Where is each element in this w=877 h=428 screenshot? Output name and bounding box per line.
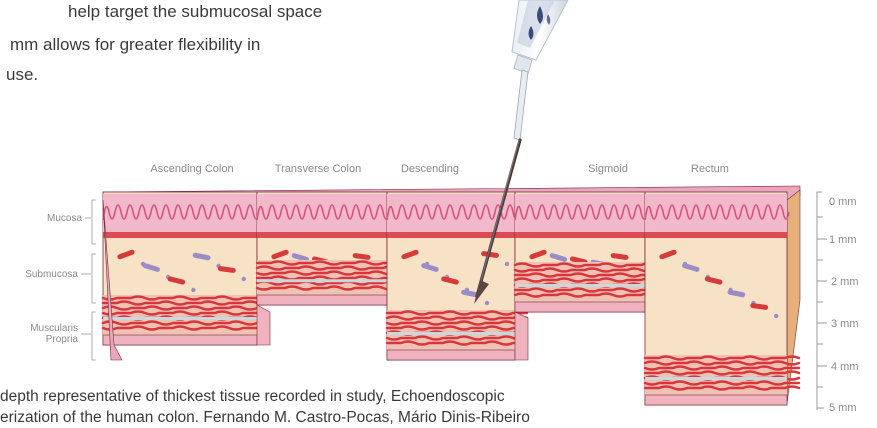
layer-label-submucosa-group: Submucosa	[25, 254, 96, 303]
tissue-cross-section	[103, 186, 800, 405]
scale-label-3: 3 mm	[831, 318, 859, 330]
scale-label-1: 1 mm	[829, 234, 857, 246]
block-rectum	[645, 192, 799, 405]
scale-label-2: 2 mm	[831, 276, 859, 288]
segment-label-descending: Descending	[401, 163, 459, 175]
segment-label-ascending: Ascending Colon	[150, 163, 233, 175]
layer-label-mucosa-group: Mucosa	[47, 200, 96, 244]
block-ascending	[103, 192, 259, 345]
depth-scale: 0 mm 1 mm 2 mm 3 mm 4 mm 5 mm	[817, 192, 859, 414]
scale-label-4: 4 mm	[831, 361, 859, 373]
layer-label-muscularis-1: Muscularis	[30, 323, 78, 334]
layer-label-muscularis-group: Muscularis Propria	[30, 312, 96, 360]
caption-line-1: depth representative of thickest tissue …	[0, 386, 505, 407]
segment-label-rectum: Rectum	[691, 163, 729, 175]
layer-label-mucosa: Mucosa	[47, 213, 82, 224]
layer-label-submucosa: Submucosa	[25, 269, 78, 280]
block-transverse	[257, 192, 397, 305]
scale-label-0: 0 mm	[829, 196, 857, 208]
block-sigmoid	[515, 192, 655, 312]
segment-label-transverse: Transverse Colon	[275, 163, 361, 175]
block-descending	[387, 192, 527, 360]
layer-label-muscularis-2: Propria	[46, 334, 79, 345]
segment-label-sigmoid: Sigmoid	[588, 163, 628, 175]
scale-label-5: 5 mm	[829, 402, 857, 414]
caption-line-2: erization of the human colon. Fernando M…	[0, 407, 530, 428]
